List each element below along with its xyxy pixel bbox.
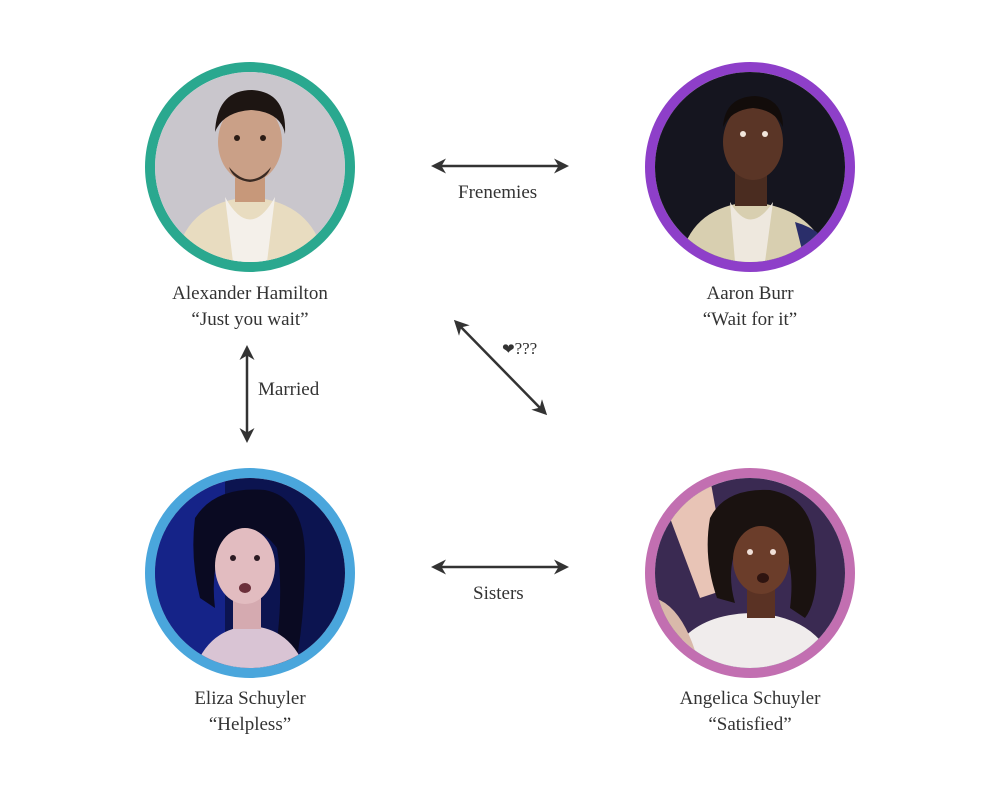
portrait-eliza xyxy=(145,468,355,678)
caption-burr: Aaron Burr “Wait for it” xyxy=(600,281,900,333)
portrait-hamilton xyxy=(145,62,355,272)
romance-label: ❤??? xyxy=(502,339,537,359)
romance-arrow xyxy=(453,319,548,416)
caption-eliza: Eliza Schuyler “Helpless” xyxy=(100,686,400,738)
caption-angelica: Angelica Schuyler “Satisfied” xyxy=(600,686,900,738)
eliza-quote: “Helpless” xyxy=(208,714,292,735)
romance-question: ??? xyxy=(514,339,538,358)
burr-quote: “Wait for it” xyxy=(702,309,798,330)
caption-hamilton: Alexander Hamilton “Just you wait” xyxy=(100,281,400,333)
hamilton-quote: “Just you wait” xyxy=(191,309,309,330)
heart-icon: ❤ xyxy=(502,340,515,358)
hamilton-name: Alexander Hamilton xyxy=(172,283,328,304)
angelica-name: Angelica Schuyler xyxy=(679,688,821,709)
angelica-quote: “Satisfied” xyxy=(708,714,792,735)
frenemies-label: Frenemies xyxy=(458,182,538,203)
sisters-label: Sisters xyxy=(473,583,524,604)
burr-name: Aaron Burr xyxy=(706,283,794,304)
portrait-angelica xyxy=(645,468,855,678)
portrait-burr xyxy=(645,62,855,272)
married-label: Married xyxy=(258,379,320,400)
eliza-name: Eliza Schuyler xyxy=(194,688,306,709)
